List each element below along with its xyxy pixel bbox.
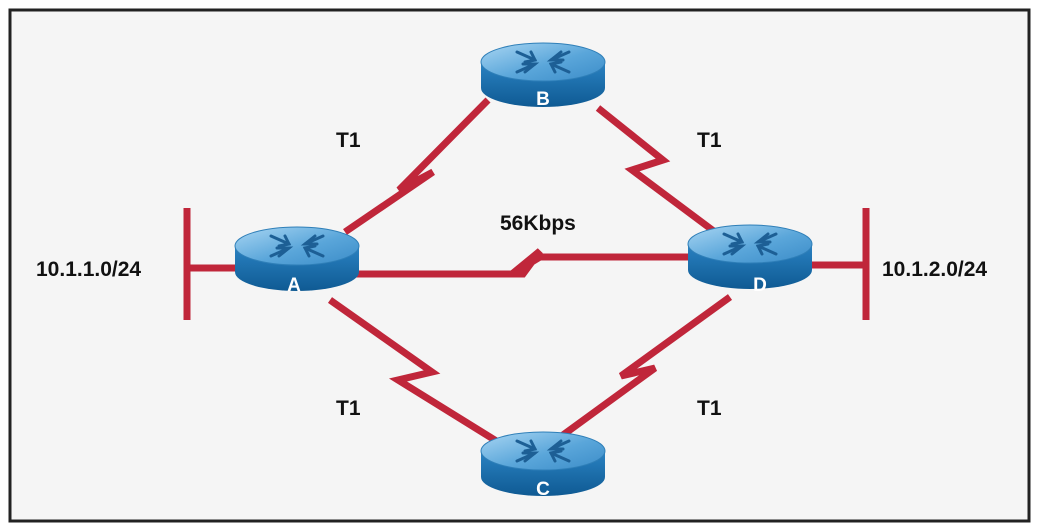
router-c: C xyxy=(479,430,607,500)
router-a: A xyxy=(233,225,361,296)
router-label: B xyxy=(536,89,550,110)
network-label-left: 10.1.1.0/24 xyxy=(36,258,141,281)
router-label: D xyxy=(753,275,767,296)
link-label-a-c: T1 xyxy=(336,397,361,420)
link-a-b xyxy=(343,97,491,235)
network-label-right: 10.1.2.0/24 xyxy=(882,258,987,281)
link-label-b-d: T1 xyxy=(697,129,722,152)
router-label: C xyxy=(536,479,550,500)
link-label-a-b: T1 xyxy=(336,129,361,152)
lan-segment-right xyxy=(808,208,870,320)
link-a-d xyxy=(355,248,695,278)
link-a-c xyxy=(327,297,500,445)
link-c-d xyxy=(560,294,733,438)
link-label-a-d: 56Kbps xyxy=(500,212,576,235)
router-label: A xyxy=(287,275,301,296)
router-icon xyxy=(686,223,814,291)
link-label-c-d: T1 xyxy=(697,397,722,420)
router-d: D xyxy=(686,223,814,296)
lan-segment-left xyxy=(183,208,240,320)
router-b: B xyxy=(479,41,607,110)
link-b-d xyxy=(595,105,718,235)
